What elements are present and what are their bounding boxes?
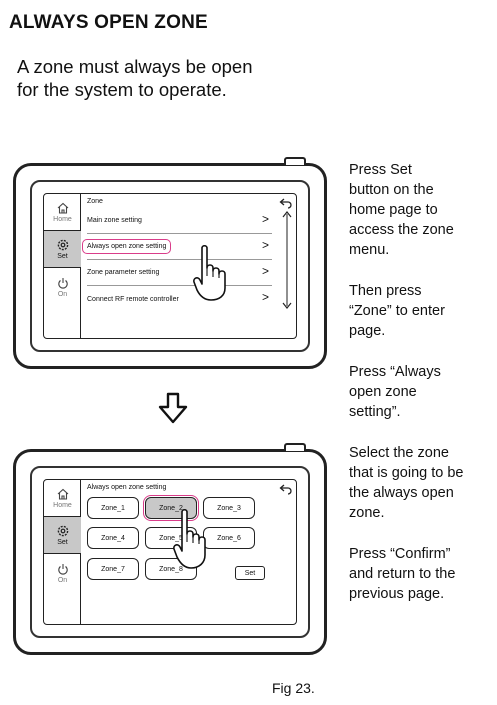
back-icon[interactable] xyxy=(279,483,293,495)
home-icon xyxy=(57,488,68,500)
arrow-down-icon xyxy=(158,392,188,424)
sidebar-label: Home xyxy=(53,216,72,223)
sidebar-label: Home xyxy=(53,502,72,509)
menu-item-label: Always open zone setting xyxy=(82,239,172,254)
intro-text: A zone must always be open for the syste… xyxy=(17,55,317,101)
gear-icon xyxy=(57,239,68,251)
sidebar-item-on[interactable]: On xyxy=(44,268,81,305)
sidebar: Home Set On xyxy=(44,194,81,338)
menu-item-label: Connect RF remote controller xyxy=(87,295,179,303)
chevron-right-icon: > xyxy=(261,238,269,252)
chevron-right-icon: > xyxy=(261,290,269,304)
sidebar-label: On xyxy=(57,290,68,298)
screen-content: Zone Main zone setting > Always open zon… xyxy=(81,194,296,338)
sidebar: Home Set On xyxy=(44,480,81,624)
sidebar-item-set[interactable]: Set xyxy=(44,517,81,554)
power-icon xyxy=(57,563,68,575)
back-icon[interactable] xyxy=(279,197,293,209)
sidebar-label: Set xyxy=(57,539,68,546)
sidebar-label: Set xyxy=(57,253,68,260)
home-icon xyxy=(57,202,68,214)
sidebar-item-home[interactable]: Home xyxy=(44,194,81,231)
touch-screen: Home Set On Zone Main zone setting > xyxy=(43,193,297,339)
touch-screen: Home Set On Always open zone setting Zon… xyxy=(43,479,297,625)
zone-button-7[interactable]: Zone_7 xyxy=(87,558,139,580)
sidebar-item-set[interactable]: Set xyxy=(44,231,81,268)
menu-item-always-open-zone-setting[interactable]: Always open zone setting > xyxy=(82,234,272,260)
screen-content: Always open zone setting Zone_1 Zone_2 Z… xyxy=(81,480,296,624)
zone-button-3[interactable]: Zone_3 xyxy=(203,497,255,519)
device-always-open-zone-setting: Home Set On Always open zone setting Zon… xyxy=(13,443,327,655)
menu-item-label: Zone parameter setting xyxy=(87,269,160,276)
scrollbar[interactable] xyxy=(282,210,292,310)
menu-item-zone-parameter-setting[interactable]: Zone parameter setting > xyxy=(87,260,272,286)
power-icon xyxy=(57,277,68,289)
pointing-hand-icon xyxy=(173,508,206,569)
set-button[interactable]: Set xyxy=(235,566,265,580)
screen-title: Zone xyxy=(87,198,103,205)
page-title: ALWAYS OPEN ZONE xyxy=(9,12,208,33)
device-zone-menu: Home Set On Zone Main zone setting > xyxy=(13,157,327,369)
menu-item-main-zone-setting[interactable]: Main zone setting > xyxy=(87,208,272,234)
sidebar-item-on[interactable]: On xyxy=(44,554,81,591)
intro-line: A zone must always be open xyxy=(17,56,253,77)
zone-button-4[interactable]: Zone_4 xyxy=(87,527,139,549)
device-bezel: Home Set On Zone Main zone setting > xyxy=(30,180,310,352)
chevron-right-icon: > xyxy=(261,212,269,226)
zone-button-1[interactable]: Zone_1 xyxy=(87,497,139,519)
figure-caption: Fig 23. xyxy=(272,680,315,696)
gear-icon xyxy=(57,525,68,537)
screen-title: Always open zone setting xyxy=(87,484,167,491)
sidebar-label: On xyxy=(57,576,68,584)
pointing-hand-icon xyxy=(193,244,226,301)
chevron-right-icon: > xyxy=(261,264,269,278)
menu-item-connect-rf-remote-controller[interactable]: Connect RF remote controller > xyxy=(87,286,272,312)
menu-item-label: Main zone setting xyxy=(87,217,142,224)
intro-line: for the system to operate. xyxy=(17,79,227,100)
device-bezel: Home Set On Always open zone setting Zon… xyxy=(30,466,310,638)
sidebar-item-home[interactable]: Home xyxy=(44,480,81,517)
